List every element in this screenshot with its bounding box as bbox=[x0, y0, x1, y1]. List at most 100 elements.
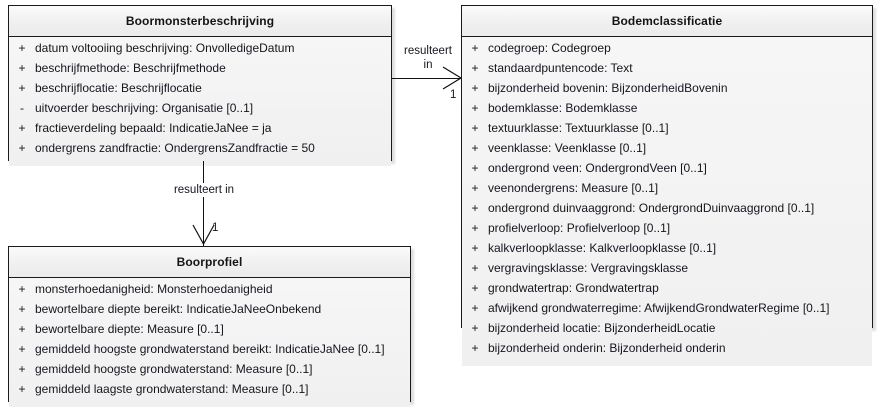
attribute-text: bewortelbare diepte bereikt: IndicatieJa… bbox=[35, 302, 322, 316]
visibility-marker: + bbox=[471, 141, 479, 155]
visibility-marker: + bbox=[471, 161, 479, 175]
association-label-line1: resulteert bbox=[404, 45, 452, 57]
association-label-horizontal: resulteert in bbox=[399, 44, 457, 72]
visibility-marker: + bbox=[471, 201, 479, 215]
uml-attribute-row: + gemiddeld hoogste grondwaterstand: Mea… bbox=[9, 362, 410, 382]
uml-attribute-row: + beschrijflocatie: Beschrijflocatie bbox=[9, 81, 391, 101]
attribute-text: kalkverloopklasse: Kalkverloopklasse [0.… bbox=[488, 241, 717, 255]
attribute-text: bewortelbare diepte: Measure [0..1] bbox=[35, 322, 224, 336]
visibility-marker: + bbox=[18, 141, 26, 155]
visibility-marker: + bbox=[471, 61, 479, 75]
uml-attribute-row: + gemiddeld laagste grondwaterstand: Mea… bbox=[9, 382, 410, 402]
uml-attribute-row: + codegroep: Codegroep bbox=[462, 41, 872, 61]
visibility-marker: + bbox=[471, 221, 479, 235]
uml-attribute-row: + textuurklasse: Textuurklasse [0..1] bbox=[462, 121, 872, 141]
visibility-marker: + bbox=[18, 41, 26, 55]
uml-attribute-row: + bewortelbare diepte: Measure [0..1] bbox=[9, 322, 410, 342]
uml-attribute-row: + ondergrens zandfractie: OndergrensZand… bbox=[9, 141, 391, 161]
uml-attribute-row: + bewortelbare diepte bereikt: Indicatie… bbox=[9, 302, 410, 322]
uml-attribute-list: + datum voltooiing beschrijving: Onvolle… bbox=[9, 37, 391, 166]
uml-attribute-row: + profielverloop: Profielverloop [0..1] bbox=[462, 221, 872, 241]
attribute-text: uitvoerder beschrijving: Organisatie [0.… bbox=[35, 101, 254, 115]
uml-attribute-row: + fractieverdeling bepaald: IndicatieJaN… bbox=[9, 121, 391, 141]
uml-class-title: Boorprofiel bbox=[9, 247, 410, 278]
association-label-vertical: resulteert in bbox=[160, 183, 248, 197]
visibility-marker: + bbox=[471, 41, 479, 55]
uml-attribute-row: + standaardpuntencode: Text bbox=[462, 61, 872, 81]
attribute-text: ondergrens zandfractie: OndergrensZandfr… bbox=[35, 141, 315, 155]
visibility-marker: + bbox=[471, 121, 479, 135]
visibility-marker: + bbox=[471, 261, 479, 275]
visibility-marker: + bbox=[18, 362, 26, 376]
visibility-marker: + bbox=[471, 301, 479, 315]
visibility-marker: + bbox=[18, 302, 26, 316]
attribute-text: codegroep: Codegroep bbox=[488, 41, 611, 55]
visibility-marker: + bbox=[471, 181, 479, 195]
uml-attribute-row: + afwijkend grondwaterregime: AfwijkendG… bbox=[462, 301, 872, 321]
uml-attribute-row: + ondergrond duinvaaggrond: OndergrondDu… bbox=[462, 201, 872, 221]
visibility-marker: + bbox=[471, 321, 479, 335]
uml-class-boorprofiel[interactable]: Boorprofiel + monsterhoedanigheid: Monst… bbox=[8, 246, 411, 407]
association-line-vertical[interactable] bbox=[203, 161, 204, 246]
uml-class-boormonsterbeschrijving[interactable]: Boormonsterbeschrijving + datum voltooii… bbox=[8, 5, 392, 166]
uml-attribute-list: + codegroep: Codegroep + standaardpunten… bbox=[462, 37, 872, 366]
uml-attribute-row: + gemiddeld hoogste grondwaterstand bere… bbox=[9, 342, 410, 362]
attribute-text: veenondergrens: Measure [0..1] bbox=[488, 181, 659, 195]
attribute-text: beschrijflocatie: Beschrijflocatie bbox=[35, 81, 202, 95]
visibility-marker: + bbox=[471, 281, 479, 295]
attribute-text: beschrijfmethode: Beschrijfmethode bbox=[35, 61, 226, 75]
visibility-marker: + bbox=[18, 342, 26, 356]
attribute-text: ondergrond duinvaaggrond: OndergrondDuin… bbox=[488, 201, 815, 215]
association-label-line1: resulteert in bbox=[173, 184, 235, 196]
uml-class-bodemclassificatie[interactable]: Bodemclassificatie + codegroep: Codegroe… bbox=[461, 5, 873, 366]
visibility-marker: + bbox=[18, 61, 26, 75]
association-arrowhead-vertical bbox=[192, 224, 215, 246]
attribute-text: grondwatertrap: Grondwatertrap bbox=[488, 281, 659, 295]
association-multiplicity-horizontal: 1 bbox=[450, 89, 457, 101]
attribute-text: afwijkend grondwaterregime: AfwijkendGro… bbox=[488, 301, 830, 315]
visibility-marker: + bbox=[18, 282, 26, 296]
visibility-marker: + bbox=[18, 121, 26, 135]
attribute-text: bijzonderheid onderin: Bijzonderheid ond… bbox=[488, 341, 726, 355]
association-line-horizontal[interactable] bbox=[392, 78, 461, 79]
uml-attribute-row: + monsterhoedanigheid: Monsterhoedanighe… bbox=[9, 282, 410, 302]
uml-attribute-row: + bijzonderheid bovenin: BijzonderheidBo… bbox=[462, 81, 872, 101]
attribute-text: gemiddeld laagste grondwaterstand: Measu… bbox=[35, 382, 309, 396]
attribute-text: monsterhoedanigheid: Monsterhoedanigheid bbox=[35, 282, 273, 296]
visibility-marker: + bbox=[471, 101, 479, 115]
attribute-text: datum voltooiing beschrijving: Onvolledi… bbox=[35, 41, 295, 55]
visibility-marker: - bbox=[20, 101, 24, 115]
visibility-marker: + bbox=[18, 382, 26, 396]
visibility-marker: + bbox=[471, 341, 479, 355]
visibility-marker: + bbox=[471, 241, 479, 255]
uml-attribute-list: + monsterhoedanigheid: Monsterhoedanighe… bbox=[9, 278, 410, 407]
attribute-text: gemiddeld hoogste grondwaterstand bereik… bbox=[35, 342, 385, 356]
visibility-marker: + bbox=[18, 322, 26, 336]
uml-attribute-row: + grondwatertrap: Grondwatertrap bbox=[462, 281, 872, 301]
uml-attribute-row: + ondergrond veen: OndergrondVeen [0..1] bbox=[462, 161, 872, 181]
visibility-marker: + bbox=[471, 81, 479, 95]
attribute-text: profielverloop: Profielverloop [0..1] bbox=[488, 221, 671, 235]
attribute-text: bodemklasse: Bodemklasse bbox=[488, 101, 638, 115]
association-multiplicity-vertical: 1 bbox=[212, 222, 219, 234]
uml-attribute-row: + veenondergrens: Measure [0..1] bbox=[462, 181, 872, 201]
attribute-text: ondergrond veen: OndergrondVeen [0..1] bbox=[488, 161, 707, 175]
attribute-text: fractieverdeling bepaald: IndicatieJaNee… bbox=[35, 121, 272, 135]
attribute-text: veenklasse: Veenklasse [0..1] bbox=[488, 141, 647, 155]
attribute-text: gemiddeld hoogste grondwaterstand: Measu… bbox=[35, 362, 313, 376]
attribute-text: standaardpuntencode: Text bbox=[488, 61, 633, 75]
uml-attribute-row: + bijzonderheid onderin: Bijzonderheid o… bbox=[462, 341, 872, 361]
attribute-text: bijzonderheid bovenin: BijzonderheidBove… bbox=[488, 81, 728, 95]
uml-attribute-row: + vergravingsklasse: Vergravingsklasse bbox=[462, 261, 872, 281]
uml-class-title: Bodemclassificatie bbox=[462, 6, 872, 37]
uml-attribute-row: + bodemklasse: Bodemklasse bbox=[462, 101, 872, 121]
visibility-marker: + bbox=[18, 81, 26, 95]
uml-attribute-row: - uitvoerder beschrijving: Organisatie [… bbox=[9, 101, 391, 121]
association-label-line2: in bbox=[423, 59, 433, 71]
uml-attribute-row: + datum voltooiing beschrijving: Onvolle… bbox=[9, 41, 391, 61]
uml-class-title: Boormonsterbeschrijving bbox=[9, 6, 391, 37]
attribute-text: vergravingsklasse: Vergravingsklasse bbox=[488, 261, 689, 275]
uml-attribute-row: + bijzonderheid locatie: BijzonderheidLo… bbox=[462, 321, 872, 341]
uml-attribute-row: + veenklasse: Veenklasse [0..1] bbox=[462, 141, 872, 161]
